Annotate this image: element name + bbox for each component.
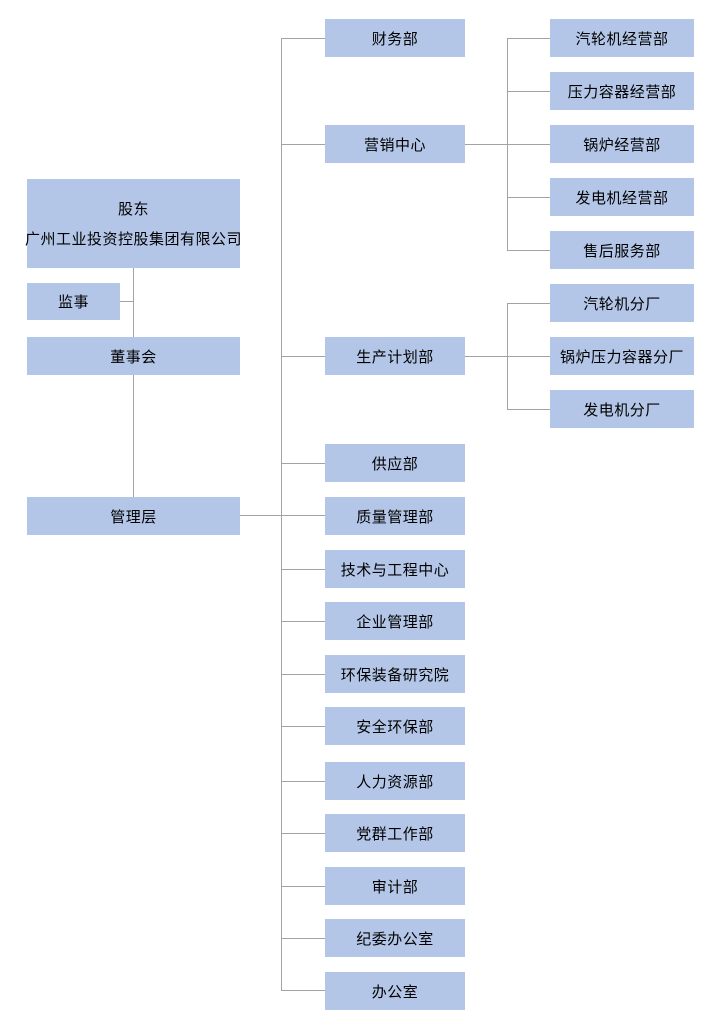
connector-main-trunk [281, 38, 282, 991]
connector-stub-party [281, 833, 325, 834]
connector-stub-boiler-sales [507, 144, 550, 145]
connector-stub-finance [281, 38, 325, 39]
connector-stub-generator-sales [507, 197, 550, 198]
connector-stub-research [281, 674, 325, 675]
node-production-planning-dept: 生产计划部 [325, 337, 465, 375]
node-board-of-directors: 董事会 [27, 337, 240, 375]
node-management: 管理层 [27, 497, 240, 535]
node-after-sales-service-dept: 售后服务部 [550, 231, 694, 269]
node-shareholder: 股东 广州工业投资控股集团有限公司 [25, 179, 243, 268]
connector-marketing-branch [465, 144, 507, 145]
node-tech-engineering-center: 技术与工程中心 [325, 550, 465, 588]
node-env-equipment-research-institute: 环保装备研究院 [325, 655, 465, 693]
connector-stub-discipline [281, 938, 325, 939]
connector-stub-tech [281, 569, 325, 570]
node-boiler-sales-dept: 锅炉经营部 [550, 125, 694, 163]
node-finance-dept: 财务部 [325, 19, 465, 57]
shareholder-title: 股东 [117, 199, 149, 218]
connector-stub-bpv-plant [507, 356, 550, 357]
node-steam-turbine-sales-dept: 汽轮机经营部 [550, 19, 694, 57]
node-audit-dept: 审计部 [325, 867, 465, 905]
node-party-mass-work-dept: 党群工作部 [325, 814, 465, 852]
connector-stub-after-sales [507, 250, 550, 251]
connector-stub-turbine-plant [507, 303, 550, 304]
node-quality-management-dept: 质量管理部 [325, 497, 465, 535]
connector-shareholder-board [133, 268, 134, 338]
connector-stub-enterprise [281, 621, 325, 622]
node-hr-dept: 人力资源部 [325, 762, 465, 800]
node-supervisor: 监事 [27, 283, 120, 320]
node-enterprise-management-dept: 企业管理部 [325, 602, 465, 640]
connector-stub-production [281, 356, 325, 357]
connector-stub-safety [281, 726, 325, 727]
node-pressure-vessel-sales-dept: 压力容器经营部 [550, 72, 694, 110]
connector-stub-hr [281, 781, 325, 782]
connector-management-trunk [240, 515, 325, 516]
node-supply-dept: 供应部 [325, 444, 465, 482]
node-discipline-office: 纪委办公室 [325, 919, 465, 957]
connector-stub-supply [281, 463, 325, 464]
node-safety-env-dept: 安全环保部 [325, 707, 465, 745]
connector-production-branch [465, 356, 507, 357]
node-boiler-pressure-vessel-branch-plant: 锅炉压力容器分厂 [550, 337, 694, 375]
node-general-office: 办公室 [325, 972, 465, 1010]
connector-stub-office [281, 990, 325, 991]
connector-stub-vessel-sales [507, 91, 550, 92]
connector-stub-generator-plant [507, 409, 550, 410]
node-marketing-center: 营销中心 [325, 125, 465, 163]
node-generator-branch-plant: 发电机分厂 [550, 390, 694, 428]
connector-supervisor-stub [120, 301, 134, 302]
shareholder-company-name: 广州工业投资控股集团有限公司 [25, 229, 243, 248]
connector-stub-marketing [281, 144, 325, 145]
connector-stub-turbine-sales [507, 38, 550, 39]
node-generator-sales-dept: 发电机经营部 [550, 178, 694, 216]
node-steam-turbine-branch-plant: 汽轮机分厂 [550, 284, 694, 322]
connector-stub-audit [281, 886, 325, 887]
connector-board-management [133, 375, 134, 497]
